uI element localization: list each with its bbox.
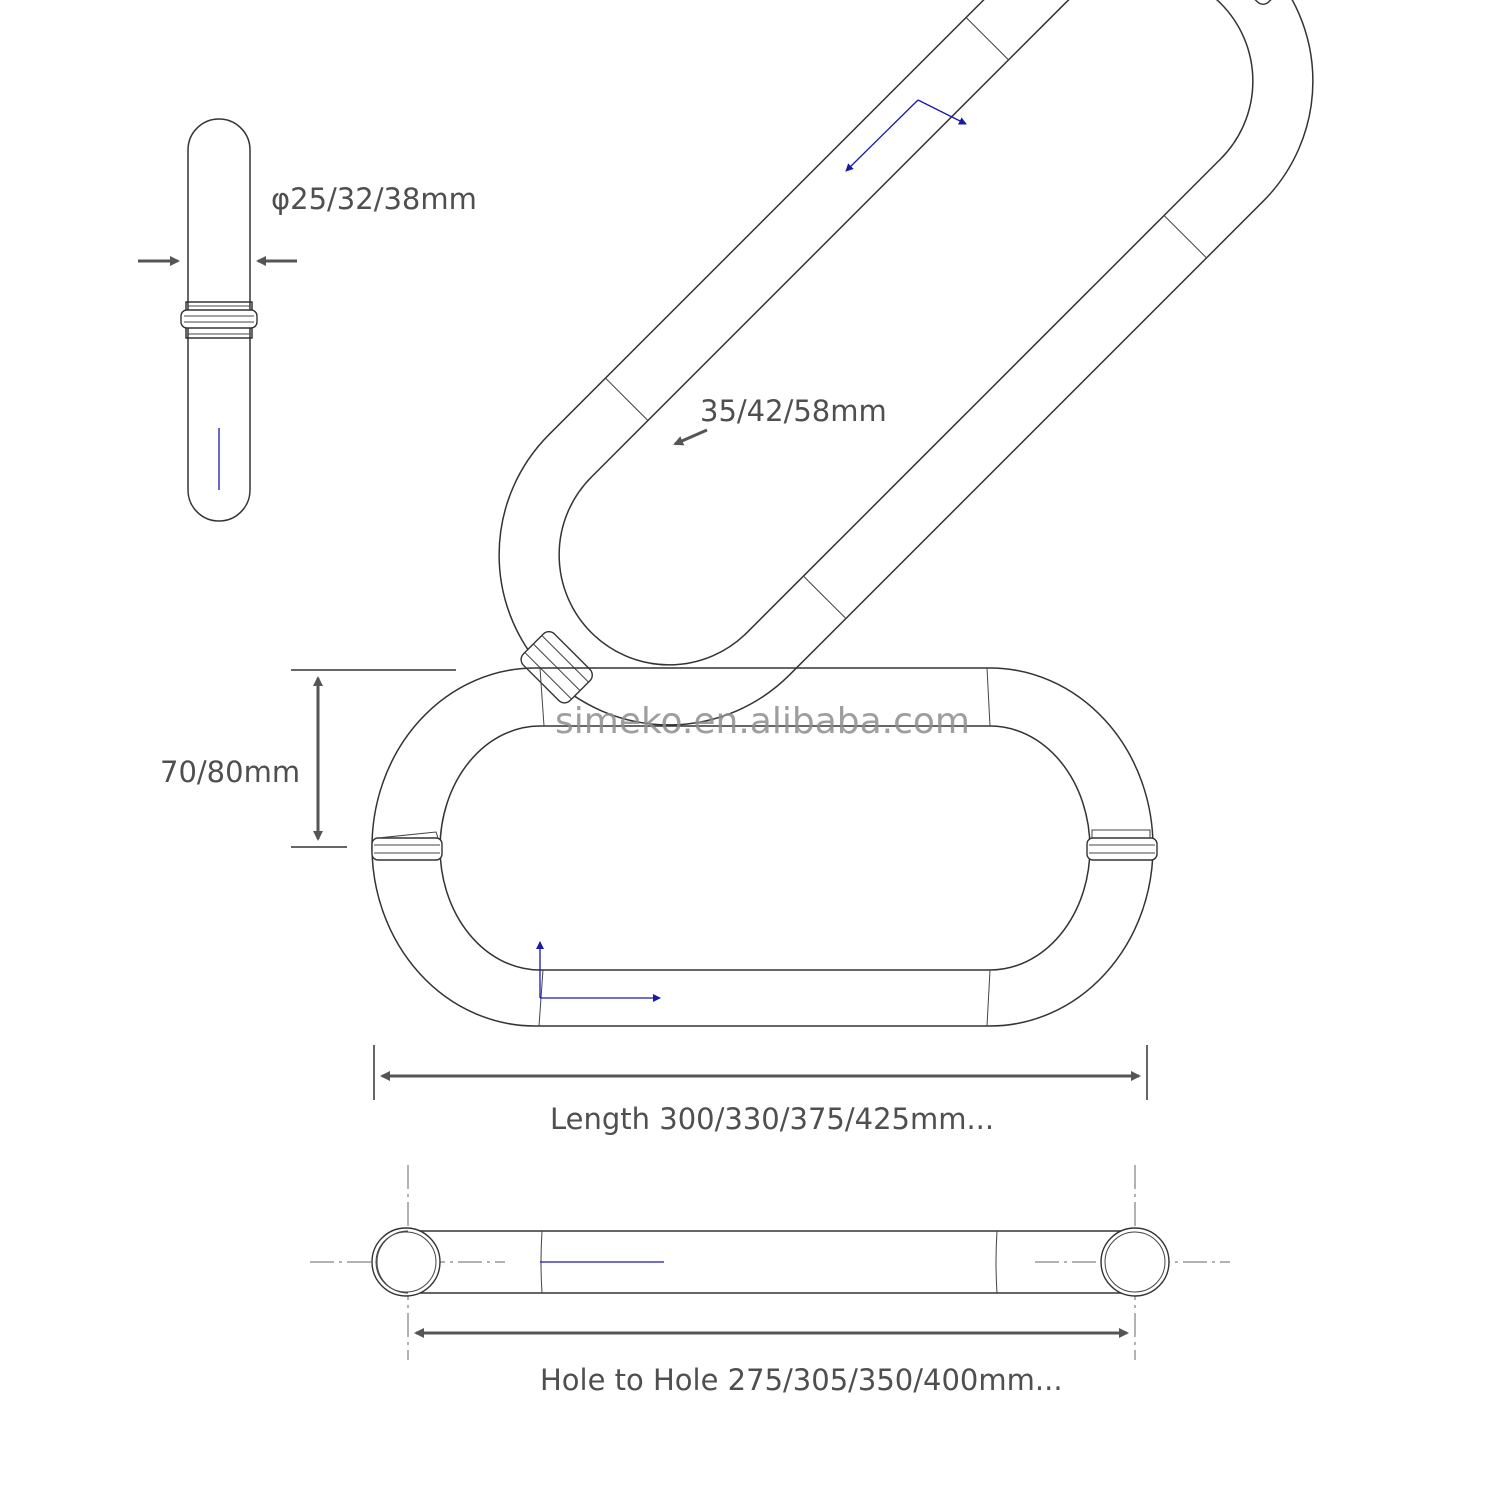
iso-axis-mark — [845, 99, 967, 172]
top-view — [310, 1165, 1230, 1360]
side-view — [138, 118, 297, 522]
top-bar-outline — [407, 1230, 1136, 1294]
isometric-view — [498, 0, 1314, 726]
height-label: 70/80mm — [160, 755, 301, 789]
front-connector-ring-right — [1086, 829, 1158, 861]
front-axis-mark — [536, 941, 661, 1002]
front-connector-ring-left — [371, 831, 443, 861]
length-dimension — [373, 1045, 1148, 1100]
front-outer-outline — [371, 667, 1154, 1027]
iso-connector-ring-right — [1219, 0, 1292, 5]
side-view-tube-outline — [187, 118, 251, 522]
hole-to-hole-label: Hole to Hole 275/305/350/400mm... — [540, 1363, 1063, 1397]
inner-radius-arrow — [673, 428, 708, 446]
top-end-cap-right — [1100, 1227, 1170, 1297]
inner-radius-label: 35/42/58mm — [700, 394, 887, 428]
diameter-label: φ25/32/38mm — [271, 182, 477, 216]
height-dimension — [291, 669, 456, 848]
top-end-cap-left — [371, 1227, 441, 1297]
watermark: simeko.en.alibaba.com — [555, 701, 971, 742]
iso-outer-outline — [498, 0, 1314, 726]
iso-inner-outline — [558, 0, 1254, 666]
length-label: Length 300/330/375/425mm... — [550, 1102, 995, 1136]
front-inner-outline — [439, 725, 1091, 971]
front-view — [291, 667, 1158, 1100]
side-view-connector-ring — [180, 301, 258, 339]
